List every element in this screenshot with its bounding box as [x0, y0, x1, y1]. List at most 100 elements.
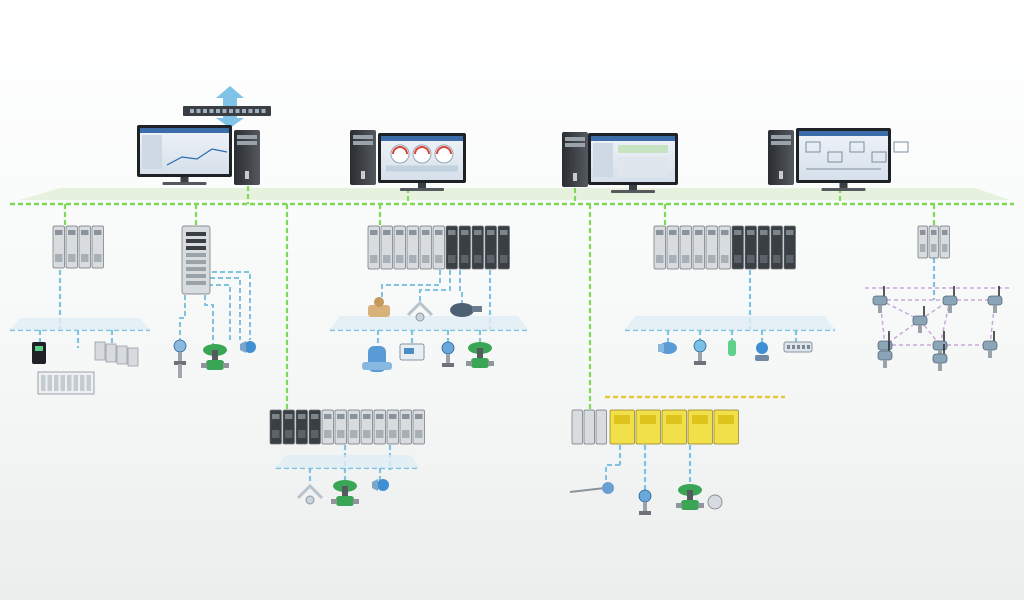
pump-icon: [450, 303, 482, 317]
module-header: [363, 414, 371, 419]
field-devices: [32, 286, 1003, 515]
monitor: [588, 133, 678, 193]
upload-arrow-icon: [216, 86, 244, 106]
module-header: [721, 230, 729, 235]
module-terminal: [708, 255, 716, 263]
module-terminal: [409, 255, 417, 263]
wireless-mesh-link: [919, 319, 941, 346]
module-header: [760, 230, 768, 235]
wireless-transmitter-icon: [987, 286, 1003, 313]
module-header: [448, 230, 456, 235]
radar-level-icon: [372, 479, 389, 491]
io-module: [583, 409, 595, 445]
valve-body: [681, 500, 699, 510]
valve-body: [336, 496, 354, 506]
io-channel: [186, 260, 206, 264]
transmitter-flange: [174, 361, 186, 365]
plc-module: [105, 343, 117, 363]
large-io-rack: [653, 225, 796, 270]
module-terminal: [669, 255, 677, 263]
module-header: [708, 230, 716, 235]
io-channel: [186, 253, 206, 257]
module-header: [311, 414, 319, 419]
module-terminal: [311, 430, 319, 438]
field-network-plane: [625, 316, 835, 330]
transmitter-neck: [698, 352, 702, 362]
tower-vent: [245, 171, 249, 179]
tall-io-controller: [181, 225, 211, 295]
radar-horn: [240, 341, 246, 353]
switch-body: [728, 340, 736, 356]
positioner-arms: [296, 483, 324, 500]
field-network-plane: [330, 316, 528, 330]
switch-port: [196, 109, 201, 113]
io-panel-icon: [37, 371, 95, 395]
valve-flange: [488, 361, 494, 366]
valve-flange: [466, 361, 472, 366]
module-terminal: [376, 430, 384, 438]
valve-flange: [331, 499, 337, 504]
radar-horn: [372, 479, 378, 491]
wireless-housing: [942, 295, 958, 306]
module-terminal: [747, 255, 755, 263]
module-terminal: [760, 255, 768, 263]
module-terminal: [383, 255, 391, 263]
valve-flange: [676, 503, 682, 508]
detail-panel: [618, 157, 668, 177]
module-header: [461, 230, 469, 235]
flowmeter-head: [756, 342, 768, 354]
module-header: [68, 230, 76, 235]
rotary-valve-icon: [368, 297, 390, 317]
module-header: [669, 230, 677, 235]
module-terminal: [81, 254, 89, 262]
safety-field-wire: [605, 464, 620, 485]
module-terminal: [298, 430, 306, 438]
module-terminal: [415, 430, 423, 438]
switch-port: [242, 109, 246, 113]
module-header: [409, 230, 417, 235]
switch-port: [209, 109, 214, 113]
wireless-stem: [883, 360, 887, 368]
wireless-housing: [932, 340, 948, 351]
level-switch-icon: [728, 340, 736, 356]
monitor-stand: [162, 182, 207, 185]
wireless-housing: [912, 315, 928, 326]
io-channel: [186, 281, 206, 285]
io-channel: [186, 246, 206, 250]
pump-motor: [472, 306, 482, 312]
process-block: [827, 151, 843, 163]
drive-bay: [353, 141, 373, 145]
drive-bay: [771, 135, 791, 139]
module-terminal: [272, 430, 280, 438]
transmitter-flange: [694, 361, 706, 365]
junction-terminal: [792, 345, 795, 349]
junction-terminal: [802, 345, 805, 349]
monitor-stand: [821, 188, 866, 191]
field-bus-wire: [210, 277, 241, 340]
module-terminal: [931, 244, 937, 252]
monitor-neck: [180, 177, 189, 182]
tower-vent: [573, 173, 577, 181]
screen-titlebar: [140, 128, 229, 133]
field-bus-wire: [208, 284, 231, 340]
valve-body: [471, 358, 489, 368]
monitor-neck: [629, 185, 637, 190]
transmitter-neck: [446, 354, 450, 364]
valve-flange: [353, 499, 359, 504]
process-block: [871, 151, 887, 163]
tree-panel: [593, 143, 613, 177]
module-terminal: [734, 255, 742, 263]
transmitter-head: [638, 489, 652, 503]
valve-stem: [342, 486, 348, 496]
module-header: [324, 414, 332, 419]
tree-panel: [142, 135, 162, 169]
tower-vent: [361, 171, 365, 179]
control-valve-icon: [331, 480, 359, 506]
switch-port: [229, 109, 233, 113]
process-block: [849, 141, 865, 153]
safety-module-face: [640, 415, 656, 424]
gauge-arc: [436, 146, 452, 155]
plc-module: [94, 341, 106, 361]
pressure-transmitter-icon: [638, 489, 652, 515]
